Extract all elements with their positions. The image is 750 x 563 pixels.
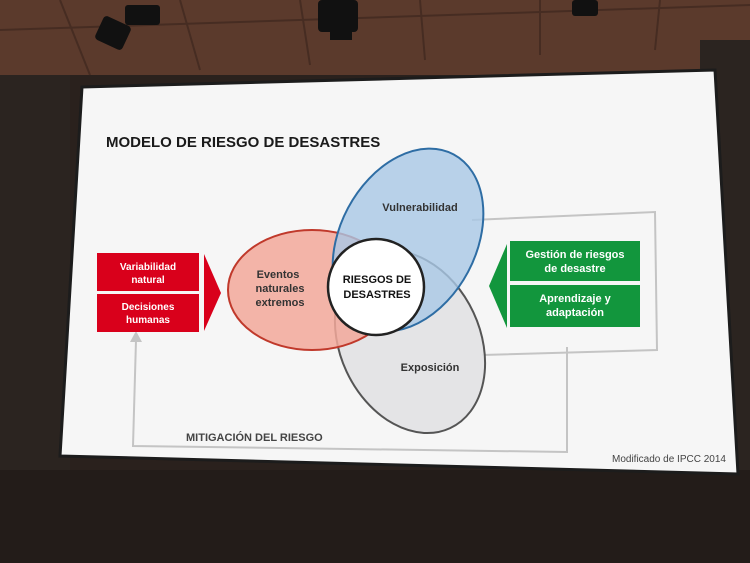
left-box-variability-line1: Variabilidad — [120, 262, 176, 273]
feedback-loop-lines — [131, 210, 659, 454]
hazard-label-line1: Eventos — [257, 269, 300, 281]
right-response-boxes: Gestión de riesgos de desastre Aprendiza… — [489, 241, 640, 328]
right-arrow-icon — [204, 254, 221, 331]
left-box-decisions-line1: Decisiones — [122, 302, 175, 313]
mitigation-label: MITIGACIÓN DEL RIESGO — [186, 431, 323, 444]
center-label-line1: RIESGOS DE — [343, 274, 411, 286]
right-box-learning — [510, 285, 640, 327]
left-box-variability — [97, 253, 199, 291]
right-box-risk-management-line2: de desastre — [544, 263, 605, 275]
up-arrow-icon — [130, 331, 142, 342]
hazard-label-line2: naturales — [256, 283, 305, 295]
center-risk-circle — [326, 237, 426, 337]
center-label-line2: DESASTRES — [343, 289, 410, 301]
stage-light-icon — [95, 0, 598, 50]
right-box-learning-line1: Aprendizaje y — [539, 293, 611, 305]
right-box-learning-line2: adaptación — [546, 307, 604, 319]
right-box-risk-management — [510, 241, 640, 281]
left-box-variability-line2: natural — [131, 275, 165, 286]
exposure-label: Exposición — [401, 362, 460, 374]
left-box-decisions — [97, 294, 199, 332]
slide-title: MODELO DE RIESGO DE DESASTRES — [106, 134, 380, 151]
right-box-risk-management-line1: Gestión de riesgos — [525, 249, 624, 261]
left-box-decisions-line2: humanas — [126, 315, 170, 326]
hazard-label-line3: extremos — [256, 297, 305, 309]
left-driver-boxes: Variabilidad natural Decisiones humanas — [97, 253, 221, 332]
vulnerability-label: Vulnerabilidad — [382, 202, 457, 214]
left-arrow-icon — [489, 244, 507, 328]
credit-text: Modificado de IPCC 2014 — [612, 454, 726, 465]
floor — [0, 470, 750, 563]
